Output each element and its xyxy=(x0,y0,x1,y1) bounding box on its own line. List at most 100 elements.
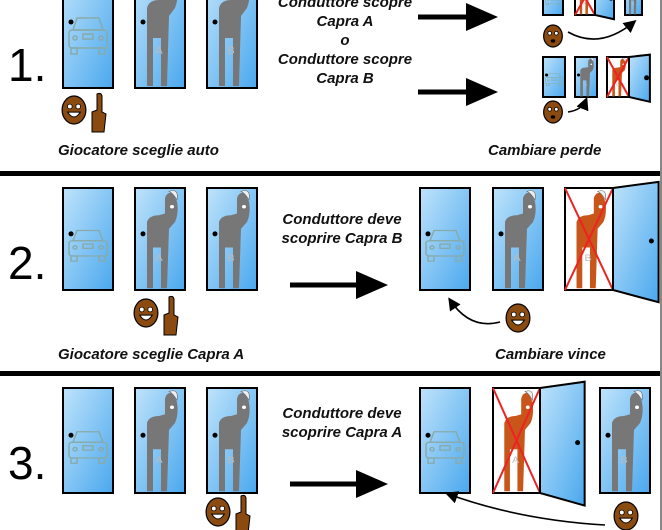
outcome-caption: Cambiare vince xyxy=(495,346,606,363)
host-text: Conduttore deve xyxy=(282,405,402,422)
host-reveal-text: Conduttore deve scoprire Capra A xyxy=(262,404,422,442)
door: A xyxy=(134,187,186,291)
svg-text:B: B xyxy=(227,456,234,466)
door xyxy=(419,187,471,291)
step-number: 1. xyxy=(8,39,47,91)
svg-text:A: A xyxy=(155,456,162,466)
host-text: Conduttore scopre xyxy=(277,51,413,68)
player-choice-caption: Giocatore sceglie auto xyxy=(58,142,219,159)
arrow-icon xyxy=(418,78,498,106)
svg-text:A: A xyxy=(583,3,586,6)
host-text: scoprire Capra B xyxy=(281,230,403,247)
svg-text:B: B xyxy=(585,254,592,264)
door: B xyxy=(206,387,258,494)
goat-icon: A xyxy=(147,390,178,492)
row-divider xyxy=(0,371,662,376)
car-icon xyxy=(545,73,563,86)
happy-face-icon xyxy=(61,95,87,125)
door xyxy=(62,387,114,494)
pointing-finger-icon xyxy=(163,295,179,336)
car-icon xyxy=(425,229,465,262)
svg-text:A: A xyxy=(155,254,163,264)
door xyxy=(542,0,564,16)
doorknob-icon xyxy=(577,73,581,77)
svg-text:B: B xyxy=(227,45,234,57)
arrow-icon xyxy=(290,271,388,299)
outcome-caption: Cambiare perde xyxy=(488,142,602,159)
frame-border xyxy=(660,0,662,530)
doorknob-icon xyxy=(425,231,431,237)
svg-text:B: B xyxy=(632,2,635,6)
svg-text:A: A xyxy=(155,45,163,57)
host-reveal-text: Conduttore deve scoprire Capra B xyxy=(262,210,422,248)
host-text: Capra A xyxy=(316,13,374,30)
door xyxy=(419,387,471,494)
doorknob-icon xyxy=(425,432,431,438)
goat-icon: B xyxy=(219,190,250,289)
open-door: B xyxy=(564,180,660,304)
goat-icon: B xyxy=(612,390,643,492)
goat-icon: B xyxy=(629,0,637,15)
doorknob-icon xyxy=(140,19,146,25)
pointing-finger-icon xyxy=(235,494,251,530)
doorknob-icon xyxy=(140,231,146,237)
car-icon xyxy=(68,229,108,262)
doorknob-icon xyxy=(498,231,504,237)
svg-text:B: B xyxy=(616,82,619,86)
goat-icon: A xyxy=(147,0,178,86)
open-door: B xyxy=(606,53,651,104)
sad-face-icon xyxy=(543,24,563,48)
car-icon xyxy=(68,431,108,464)
door xyxy=(62,0,114,89)
switch-arrow-icon xyxy=(444,491,606,526)
switch-arrow-icon xyxy=(448,297,501,325)
svg-text:A: A xyxy=(584,82,587,86)
goat-icon: B xyxy=(219,0,250,86)
door: B xyxy=(206,0,258,89)
car-icon xyxy=(68,17,108,55)
svg-text:A: A xyxy=(513,254,521,264)
svg-text:B: B xyxy=(620,456,627,466)
player-choice-caption: Giocatore sceglie Capra A xyxy=(58,346,245,363)
doorknob-icon xyxy=(212,231,218,237)
switch-arrow-icon xyxy=(567,97,589,113)
sad-face-icon xyxy=(543,100,563,124)
doorknob-icon xyxy=(605,432,611,438)
goat-icon: A xyxy=(147,190,178,289)
open-door: A xyxy=(492,380,586,507)
goat-icon: A xyxy=(580,57,594,97)
door: A xyxy=(492,187,544,291)
doorknob-icon xyxy=(545,73,549,77)
car-icon xyxy=(545,0,561,6)
step-number: 3. xyxy=(8,437,47,489)
door: A xyxy=(134,0,186,89)
door: B xyxy=(624,0,643,16)
row-divider xyxy=(0,171,662,176)
happy-face-icon xyxy=(133,298,159,328)
host-text: Conduttore scopre xyxy=(277,0,413,11)
host-text: Capra B xyxy=(316,70,374,87)
door xyxy=(62,187,114,291)
or-text: o xyxy=(340,32,350,49)
doorknob-icon xyxy=(212,19,218,25)
pointing-finger-icon xyxy=(91,92,107,133)
svg-text:B: B xyxy=(227,254,235,264)
happy-face-icon xyxy=(613,501,639,530)
step-number: 2. xyxy=(8,237,47,289)
open-door: A xyxy=(574,0,615,21)
goat-icon: A xyxy=(505,190,536,289)
arrow-icon xyxy=(418,3,498,31)
door: A xyxy=(574,56,598,98)
doorknob-icon xyxy=(68,19,74,25)
doorknob-icon xyxy=(140,432,146,438)
host-text: scoprire Capra A xyxy=(281,424,403,441)
car-icon xyxy=(425,431,465,464)
doorknob-icon xyxy=(68,231,74,237)
happy-face-icon xyxy=(505,303,531,333)
door: B xyxy=(206,187,258,291)
host-text: Conduttore deve xyxy=(282,211,402,228)
door: A xyxy=(134,387,186,494)
switch-arrow-icon xyxy=(567,19,637,40)
goat-icon: B xyxy=(219,390,250,492)
